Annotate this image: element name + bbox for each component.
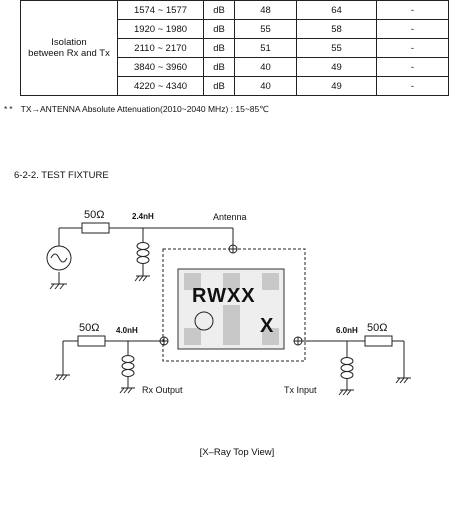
- rx-resistor-icon: [77, 335, 106, 347]
- chip-marking-line2: X: [260, 315, 274, 337]
- cell-unit: dB: [203, 76, 235, 96]
- antenna-inductor-label: 2.4nH: [132, 212, 154, 221]
- dut-outline: [162, 248, 306, 362]
- source-resistor-icon: [81, 222, 110, 234]
- tx-branch: [293, 335, 411, 396]
- chip-marking-line1: RWXX: [192, 285, 256, 307]
- source-resistor-label: 50Ω: [84, 209, 104, 221]
- rx-branch: [54, 335, 169, 394]
- section-title: 6-2-2. TEST FIXTURE: [14, 170, 109, 181]
- tx-input-label: Tx Input: [284, 385, 317, 395]
- tx-resistor-icon: [364, 335, 393, 347]
- tx-resistor-label: 50Ω: [367, 322, 387, 334]
- tx-inductor-label: 6.0nH: [336, 326, 358, 335]
- figure-caption: [X–Ray Top View]: [199, 447, 275, 458]
- antenna-label: Antenna: [213, 212, 247, 222]
- tx-inductor-icon: [340, 357, 354, 379]
- footnote-text: TX→ANTENNA Absolute Attenuation(2010~204…: [20, 104, 269, 114]
- dut-chip: [177, 268, 285, 350]
- rx-inductor-icon: [121, 355, 135, 377]
- rx-output-label: Rx Output: [142, 385, 183, 395]
- antenna-inductor-icon: [136, 242, 150, 264]
- antenna-branch: [46, 222, 238, 290]
- cell-max: -: [376, 76, 449, 96]
- rx-inductor-label: 4.0nH: [116, 326, 138, 335]
- rx-resistor-label: 50Ω: [79, 322, 99, 334]
- cell-typ: 49: [296, 76, 377, 96]
- footnote: ** TX→ANTENNA Absolute Attenuation(2010~2…: [4, 104, 269, 115]
- parameter-cell: Isolation between Rx and Tx: [20, 0, 118, 96]
- footnote-marker: **: [4, 104, 15, 114]
